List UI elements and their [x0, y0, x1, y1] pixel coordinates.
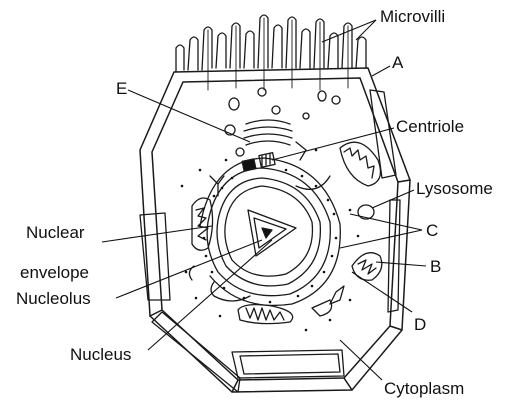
label-cytoplasm: Cytoplasm: [384, 379, 464, 398]
cell-membrane: [140, 68, 410, 392]
label-nucleus: Nucleus: [70, 345, 131, 364]
label-centriole: Centriole: [396, 117, 464, 136]
label-b: B: [430, 257, 441, 276]
label-nucleolus: Nucleolus: [16, 289, 91, 308]
label-d: D: [414, 315, 426, 334]
label-a: A: [392, 53, 404, 72]
label-c: C: [426, 221, 438, 240]
label-microvilli: Microvilli: [380, 7, 445, 26]
nucleolus: [248, 210, 296, 256]
label-lysosome: Lysosome: [416, 179, 493, 198]
label-nuclear-envelope-line2: envelope: [20, 263, 89, 282]
golgi-apparatus: [244, 120, 292, 145]
label-nuclear-envelope-line1: Nuclear: [26, 223, 85, 242]
label-e: E: [116, 79, 127, 98]
